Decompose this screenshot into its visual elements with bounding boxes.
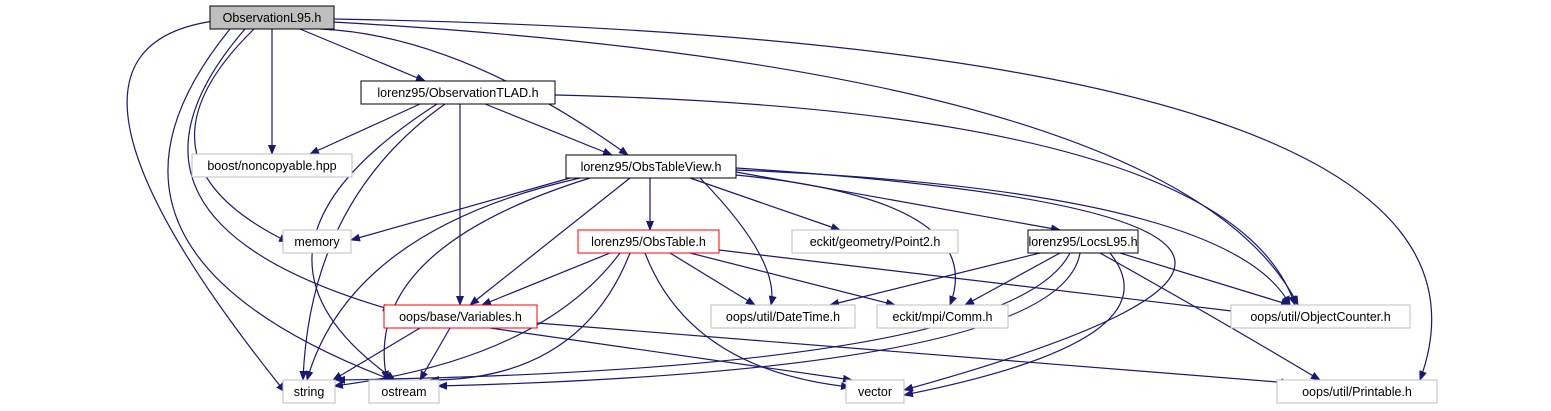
node-observation-l95[interactable]: ObservationL95.h (209, 5, 335, 30)
node-box (360, 80, 556, 105)
node-obs-table-view[interactable]: lorenz95/ObsTableView.h (565, 154, 737, 179)
edge-observation-l95-to-ostream (167, 28, 393, 381)
node-box (1230, 304, 1411, 329)
edge-obs-table-to-variables (481, 252, 611, 306)
node-box (282, 229, 352, 254)
node-datetime[interactable]: oops/util/DateTime.h (710, 304, 856, 329)
node-box (791, 229, 959, 254)
edge-obs-table-view-to-variables (469, 177, 631, 306)
edge-observation-l95-to-object-counter (332, 21, 1299, 306)
edge-obs-table-view-to-datetime (699, 177, 777, 306)
node-box (282, 379, 336, 404)
edge-layer (126, 18, 1433, 398)
edge-obs-table-to-ostream (429, 252, 631, 384)
edge-variables-to-vector (489, 327, 853, 383)
edge-obs-table-view-to-vector (735, 167, 1176, 392)
node-box (845, 379, 905, 404)
edge-obs-table-view-to-memory (350, 177, 571, 242)
node-observation-tlad[interactable]: lorenz95/ObservationTLAD.h (360, 80, 556, 105)
node-label: oops/base/Variables.h (399, 310, 522, 324)
edge-obs-table-to-datetime (669, 252, 756, 306)
node-box (565, 154, 737, 179)
node-boost-noncopyable[interactable]: boost/noncopyable.hpp (191, 153, 353, 178)
edge-observation-tlad-to-string (299, 103, 446, 381)
edge-observation-l95-to-observation-tlad (299, 28, 426, 82)
node-box (876, 304, 1009, 329)
edge-observation-l95-to-printable (333, 18, 1433, 381)
edge-locs-l95-to-printable (1099, 252, 1321, 381)
edge-locs-l95-to-object-counter (1119, 252, 1291, 307)
edge-locs-l95-to-vector (903, 252, 1125, 398)
node-box (383, 304, 538, 329)
edge-obs-table-to-mpi-comm (689, 252, 896, 307)
node-label: memory (294, 235, 340, 249)
node-label: lorenz95/ObservationTLAD.h (377, 86, 538, 100)
node-memory[interactable]: memory (282, 229, 352, 254)
node-label: oops/util/DateTime.h (726, 310, 840, 324)
node-ostream[interactable]: ostream (368, 379, 440, 404)
node-box (710, 304, 856, 329)
node-label: string (294, 385, 325, 399)
edge-variables-to-printable (536, 322, 1291, 387)
node-label: eckit/mpi/Comm.h (892, 310, 992, 324)
node-box (209, 5, 335, 30)
node-printable[interactable]: oops/util/Printable.h (1276, 379, 1438, 404)
node-variables[interactable]: oops/base/Variables.h (383, 304, 538, 329)
node-box (368, 379, 440, 404)
node-string[interactable]: string (282, 379, 336, 404)
edge-obs-table-view-to-eckit-point2 (689, 177, 841, 231)
node-label: ObservationL95.h (223, 11, 322, 25)
node-label: oops/util/ObjectCounter.h (1250, 310, 1390, 324)
edge-variables-to-ostream (419, 327, 451, 381)
edge-observation-tlad-to-obs-table-view (484, 103, 613, 156)
node-label: lorenz95/LocsL95.h (1028, 235, 1137, 249)
edge-obs-table-to-string (333, 252, 621, 389)
node-locs-l95[interactable]: lorenz95/LocsL95.h (1027, 229, 1139, 254)
edge-obs-table-to-object-counter (718, 249, 1241, 315)
node-box (577, 229, 720, 254)
node-vector[interactable]: vector (845, 379, 905, 404)
node-object-counter[interactable]: oops/util/ObjectCounter.h (1230, 304, 1411, 329)
node-layer: ObservationL95.h lorenz95/ObservationTLAD… (191, 5, 1438, 404)
edge-locs-l95-to-mpi-comm (964, 252, 1061, 306)
node-box (1027, 229, 1139, 254)
edge-obs-table-view-to-object-counter (735, 169, 1291, 306)
node-box (191, 153, 353, 178)
node-label: oops/util/Printable.h (1302, 385, 1412, 399)
edge-obs-table-view-to-mpi-comm (735, 174, 957, 306)
edge-observation-l95-to-memory (193, 28, 289, 243)
edge-observation-tlad-to-object-counter (554, 94, 1296, 306)
edge-locs-l95-to-datetime (829, 252, 1041, 307)
node-mpi-comm[interactable]: eckit/mpi/Comm.h (876, 304, 1009, 329)
node-label: ostream (381, 385, 426, 399)
node-label: eckit/geometry/Point2.h (810, 235, 941, 249)
edge-obs-table-view-to-string (305, 177, 581, 381)
edge-obs-table-view-to-ostream (381, 177, 591, 381)
node-eckit-point2[interactable]: eckit/geometry/Point2.h (791, 229, 959, 254)
node-label: lorenz95/ObsTable.h (591, 235, 706, 249)
node-obs-table[interactable]: lorenz95/ObsTable.h (577, 229, 720, 254)
node-label: lorenz95/ObsTableView.h (581, 160, 722, 174)
edge-locs-l95-to-string (335, 252, 1071, 384)
edge-variables-to-string (332, 327, 421, 381)
edge-observation-l95-to-string (126, 20, 286, 393)
node-box (1276, 379, 1438, 404)
edge-obs-table-to-vector (644, 252, 851, 391)
edge-locs-l95-to-ostream (437, 252, 1081, 390)
edge-observation-l95-to-obs-table-view (319, 28, 629, 156)
node-label: boost/noncopyable.hpp (207, 159, 336, 173)
edge-observation-tlad-to-boost-noncopyable (309, 103, 421, 155)
node-label: vector (858, 385, 892, 399)
